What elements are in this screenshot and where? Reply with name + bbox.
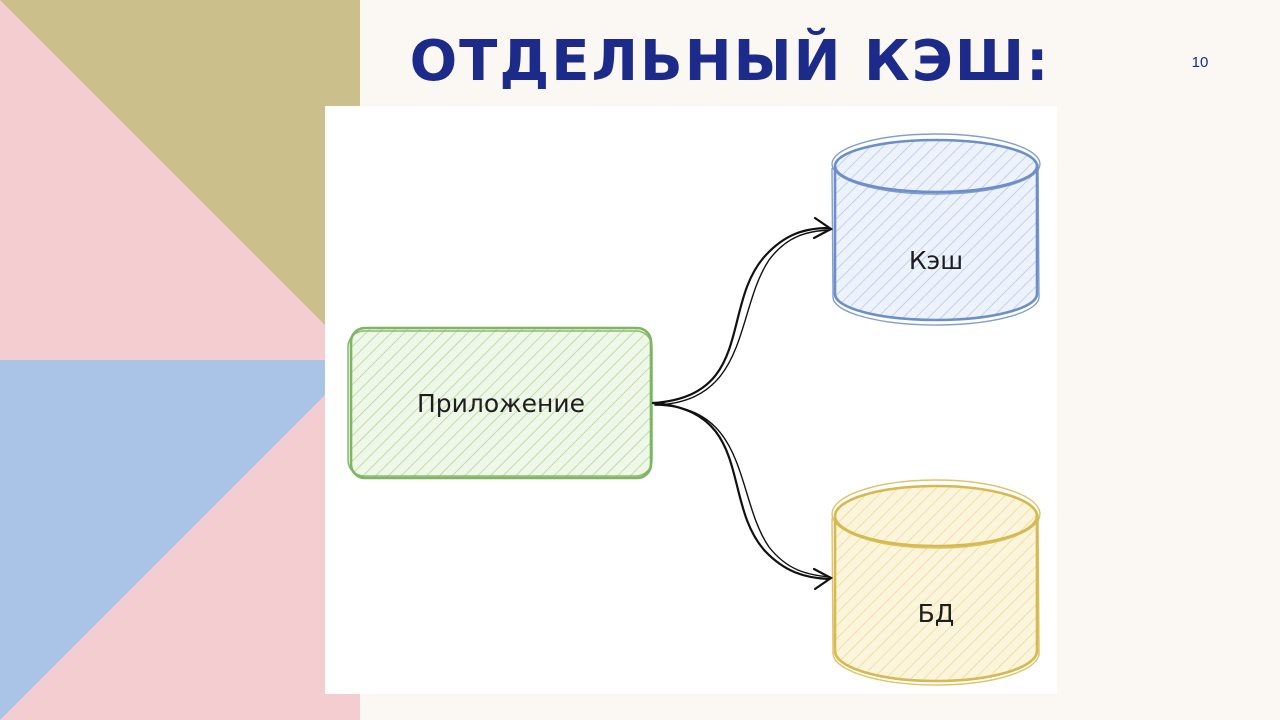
diagram-canvas — [347, 133, 1041, 686]
app-node-label: Приложение — [416, 389, 586, 418]
cache-node-label: Кэш — [908, 246, 964, 275]
diagram-panel: Приложение Кэш БД — [325, 106, 1057, 694]
slide-number: 10 — [1191, 54, 1209, 71]
arrow-app-to-db — [651, 401, 834, 591]
decor-khaki-triangle — [0, 0, 360, 360]
db-node-label: БД — [917, 599, 955, 628]
cache-node — [831, 133, 1041, 326]
arrow-app-to-cache — [651, 216, 834, 406]
app-node — [347, 326, 653, 480]
decor-blue-triangle — [0, 360, 360, 720]
decorative-background — [0, 0, 360, 720]
slide-title: ОТДЕЛЬНЫЙ КЭШ: — [409, 29, 1051, 94]
db-node — [831, 479, 1041, 686]
